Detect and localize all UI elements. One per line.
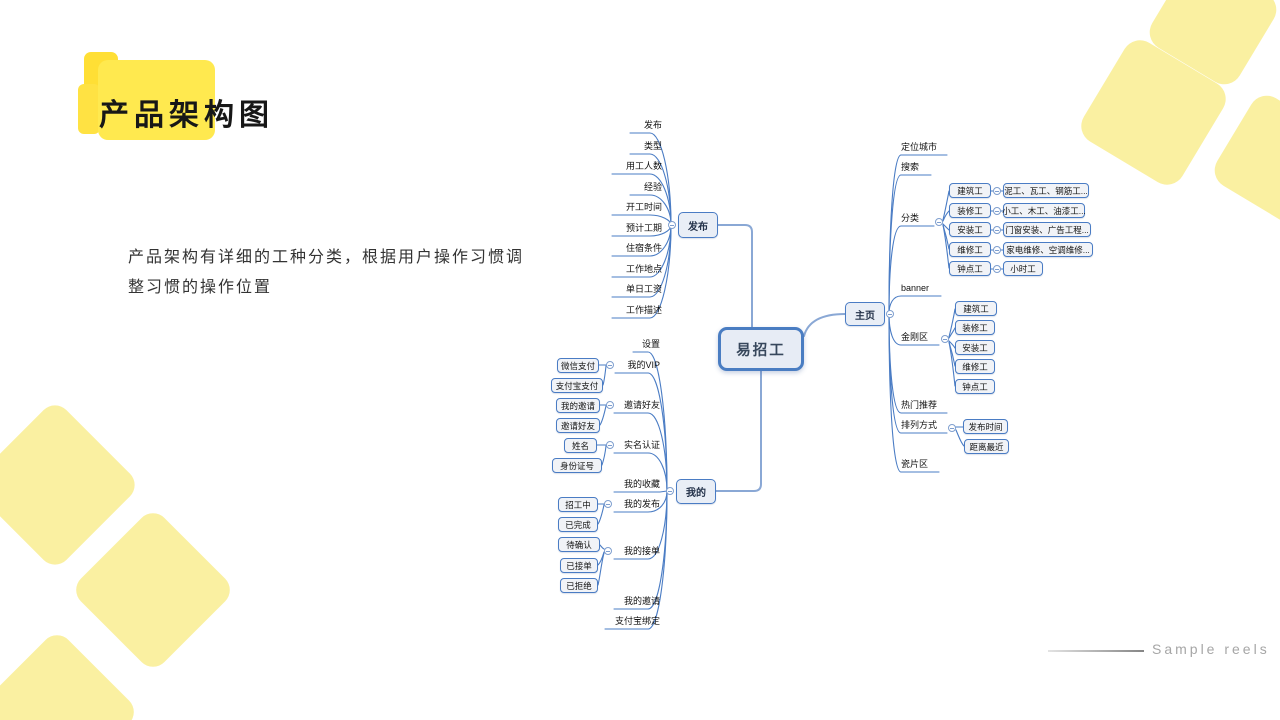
category-detail-installation: 门窗安装、广告工程... (1003, 222, 1091, 237)
category-detail-construction: 泥工、瓦工、钢筋工... (1003, 183, 1089, 198)
mine-item-favorites: 我的收藏 (623, 479, 660, 489)
home-item-tile-area: 瓷片区 (901, 459, 929, 469)
publish-item-2: 用工人数 (625, 161, 662, 171)
kingkong-child-installation: 安装工 (955, 340, 995, 355)
publish-item-7: 工作地点 (625, 264, 662, 274)
category-child-decoration: 装修工 (949, 203, 991, 218)
kingkong-child-construction: 建筑工 (955, 301, 997, 316)
collapse-toggle-category-repair (993, 246, 1001, 254)
mine-posts-child-finished: 已完成 (558, 517, 598, 532)
page-title: 产品架构图 (99, 99, 274, 132)
category-detail-decoration: 小工、木工、油漆工... (1002, 203, 1086, 218)
sort-child-publish-time: 发布时间 (963, 419, 1008, 434)
home-item-locate-city: 定位城市 (901, 142, 938, 152)
root-node: 易招工 (718, 327, 804, 371)
mine-item-alipay-bind: 支付宝绑定 (614, 616, 660, 626)
collapse-toggle-mine (666, 487, 674, 495)
publish-item-3: 经验 (643, 182, 662, 192)
mine-item-settings: 设置 (641, 339, 660, 349)
kingkong-child-decoration: 装修工 (955, 320, 995, 335)
collapse-toggle-sort (948, 424, 956, 432)
mine-invite-child-my-invites: 我的邀请 (556, 398, 600, 413)
collapse-toggle-kingkong (941, 335, 949, 343)
mine-verify-child-name: 姓名 (564, 438, 597, 453)
mine-vip-child-wechat-pay: 微信支付 (557, 358, 599, 373)
collapse-toggle-orders (604, 547, 612, 555)
branch-node-publish: 发布 (678, 212, 718, 238)
kingkong-child-hourly: 钟点工 (955, 379, 995, 394)
title-accent-square-2 (78, 84, 100, 134)
home-item-hot-recommend: 热门推荐 (901, 400, 938, 410)
collapse-toggle-category-construction (993, 187, 1001, 195)
collapse-toggle-category (935, 218, 943, 226)
title-accent-square-3 (98, 60, 215, 140)
mine-verify-child-id-number: 身份证号 (552, 458, 602, 473)
collapse-toggle-category-hourly (993, 265, 1001, 273)
kingkong-child-repair: 维修工 (955, 359, 995, 374)
mine-item-posts: 我的发布 (623, 499, 660, 509)
publish-item-4: 开工时间 (625, 202, 662, 212)
publish-item-1: 类型 (643, 141, 662, 151)
mine-orders-child-pending: 待确认 (558, 537, 600, 552)
mine-orders-child-rejected: 已拒绝 (560, 578, 598, 593)
mine-item-my-invites: 我的邀请 (623, 596, 660, 606)
mine-posts-child-hiring: 招工中 (558, 497, 598, 512)
mine-orders-child-accepted: 已接单 (560, 558, 598, 573)
category-child-construction: 建筑工 (949, 183, 991, 198)
category-detail-repair: 家电维修、空调维修... (1003, 242, 1093, 257)
slide-description: 产品架构有详细的工种分类，根据用户操作习惯调整习惯的操作位置 (128, 249, 525, 296)
home-item-sort-mode: 排列方式 (901, 420, 938, 430)
collapse-toggle-vip (606, 361, 614, 369)
collapse-toggle-category-installation (993, 226, 1001, 234)
category-child-hourly: 钟点工 (949, 261, 991, 276)
mine-item-vip: 我的VIP (627, 360, 660, 370)
home-item-banner: banner (901, 283, 930, 293)
watermark-text: Sample reels (1152, 641, 1270, 657)
mine-invite-child-invite-friends: 邀请好友 (556, 418, 600, 433)
branch-node-mine: 我的 (676, 479, 716, 504)
home-item-category: 分类 (901, 213, 920, 223)
home-item-search: 搜索 (901, 162, 920, 172)
publish-item-9: 工作描述 (625, 305, 662, 315)
category-detail-hourly: 小时工 (1003, 261, 1043, 276)
collapse-toggle-home (886, 310, 894, 318)
publish-item-0: 发布 (643, 120, 662, 130)
mine-item-invite: 邀请好友 (623, 400, 660, 410)
mine-item-verify: 实名认证 (623, 440, 660, 450)
collapse-toggle-verify (606, 441, 614, 449)
collapse-toggle-posts (604, 500, 612, 508)
publish-item-8: 单日工资 (625, 284, 662, 294)
mine-vip-child-alipay: 支付宝支付 (551, 378, 603, 393)
sort-child-nearest: 距离最近 (964, 439, 1009, 454)
collapse-toggle-publish (668, 221, 676, 229)
mine-item-orders: 我的接单 (623, 546, 660, 556)
category-child-repair: 维修工 (949, 242, 991, 257)
category-child-installation: 安装工 (949, 222, 991, 237)
collapse-toggle-category-decoration (993, 207, 1001, 215)
collapse-toggle-invite (606, 401, 614, 409)
publish-item-5: 预计工期 (625, 223, 662, 233)
branch-node-home: 主页 (845, 302, 885, 326)
publish-item-6: 住宿条件 (625, 243, 662, 253)
watermark-line (1048, 650, 1144, 652)
home-item-kingkong-area: 金刚区 (901, 332, 929, 342)
